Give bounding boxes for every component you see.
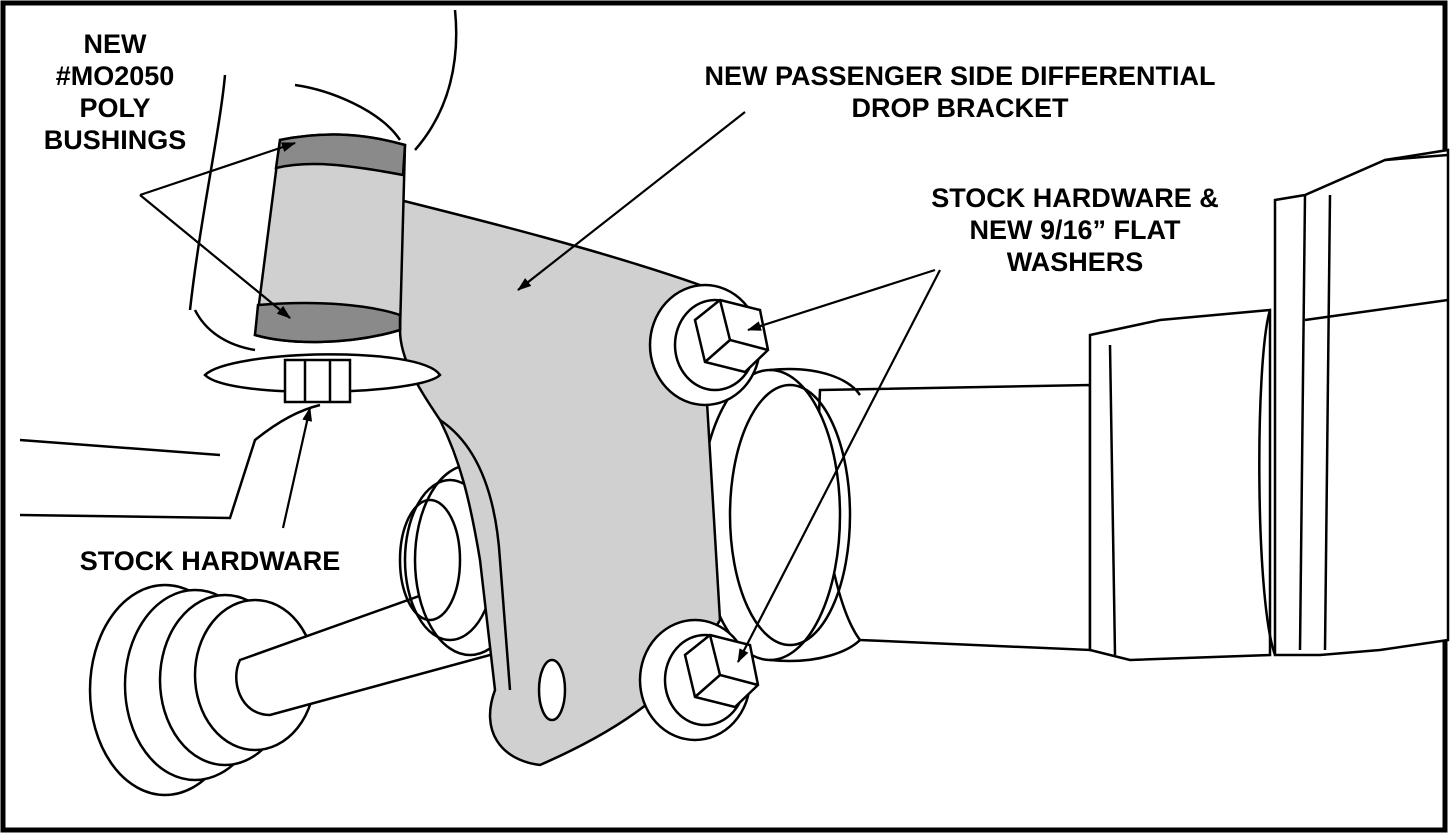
frame-sketch-lines [19,9,458,520]
upper-bolt [648,283,770,407]
label-poly-bushings: NEW #MO2050 POLY BUSHINGS [30,28,200,156]
label-line: BUSHINGS [43,125,187,155]
label-line: #MO2050 [55,61,175,91]
cv-axle [88,463,547,797]
arrow-lower-bushing [139,194,291,319]
arrow-upper-bolt [747,268,936,332]
bushing-sleeve [253,133,407,344]
label-line: DROP BRACKET [851,93,1069,123]
label-line: STOCK HARDWARE & [931,183,1219,213]
arrow-lower-bolt [737,269,941,663]
arrow-upper-bushing [139,141,296,197]
arrow-stock-hardware [281,407,313,529]
label-hardware-washers: STOCK HARDWARE & NEW 9/16” FLAT WASHERS [870,182,1280,278]
label-line: NEW 9/16” FLAT [969,215,1181,245]
label-line: NEW PASSENGER SIDE DIFFERENTIAL [704,61,1216,91]
label-stock-hardware: STOCK HARDWARE [40,545,380,577]
drop-bracket [398,198,722,767]
arrow-bracket [517,111,746,291]
label-line: WASHERS [1006,247,1144,277]
leader-arrows [139,111,941,663]
label-line: NEW [83,29,147,59]
bushing-nut [203,353,442,404]
label-line: STOCK HARDWARE [79,546,341,576]
axle-housing [817,148,1450,662]
label-drop-bracket: NEW PASSENGER SIDE DIFFERENTIAL DROP BRA… [650,60,1270,124]
label-line: POLY [79,93,151,123]
